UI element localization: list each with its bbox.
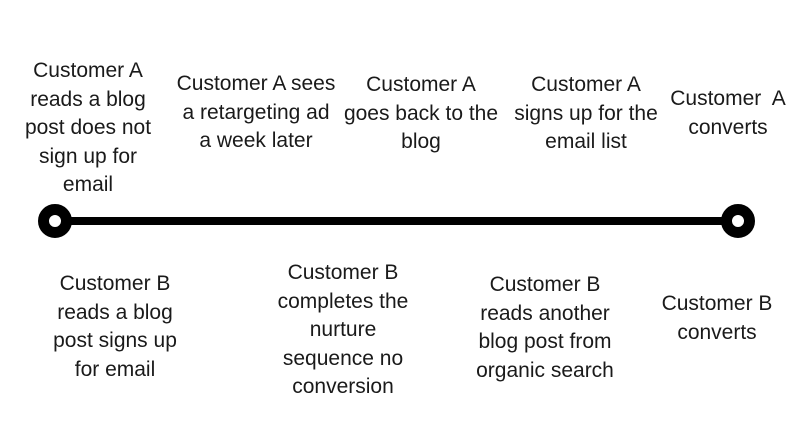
- timeline-line: [55, 217, 738, 225]
- timeline-end-circle-icon: [721, 204, 755, 238]
- event-label-customer-a-step4: Customer A signs up for the email list: [514, 73, 658, 153]
- event-label-customer-b-step3: Customer B reads another blog post from …: [476, 273, 614, 382]
- event-label-customer-a-step2: Customer A sees a retargeting ad a week …: [176, 72, 336, 152]
- event-label-customer-a-step3: Customer A goes back to the blog: [343, 73, 499, 153]
- event-label-customer-a-step1: Customer A reads a blog post does not si…: [24, 59, 152, 196]
- event-label-customer-b-step2: Customer B completes the nurture sequenc…: [277, 261, 409, 398]
- event-label-customer-b-step1: Customer B reads a blog post signs up fo…: [53, 272, 177, 381]
- timeline-start-circle-icon: [38, 204, 72, 238]
- event-label-customer-b-step4: Customer B converts: [661, 292, 773, 344]
- event-label-customer-a-step5: Customer A converts: [670, 87, 786, 139]
